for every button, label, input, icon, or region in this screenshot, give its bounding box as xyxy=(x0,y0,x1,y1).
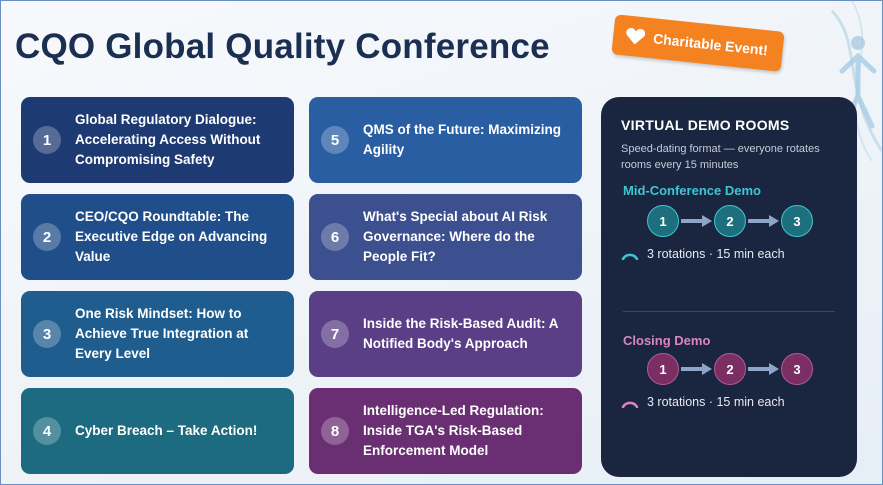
demo-panel-title: VIRTUAL DEMO ROOMS xyxy=(621,117,790,133)
rotation-arc-icon xyxy=(621,253,639,260)
session-grid: 1 Global Regulatory Dialogue: Accelerati… xyxy=(21,97,585,477)
rotation-step: 2 xyxy=(714,353,746,385)
session-card-5[interactable]: 5 QMS of the Future: Maximizing Agility xyxy=(309,97,582,183)
mid-conference-demo-title: Mid-Conference Demo xyxy=(623,183,761,198)
session-number: 4 xyxy=(33,417,61,445)
arrow-right-icon xyxy=(748,363,779,375)
session-title: One Risk Mindset: How to Achieve True In… xyxy=(75,306,249,361)
rotation-step: 3 xyxy=(781,353,813,385)
rotation-step: 1 xyxy=(647,205,679,237)
session-number: 6 xyxy=(321,223,349,251)
session-title: What's Special about AI Risk Governance:… xyxy=(363,209,548,264)
session-card-2[interactable]: 2 CEO/CQO Roundtable: The Executive Edge… xyxy=(21,194,294,280)
mid-conference-rotation-steps: 1 2 3 xyxy=(647,205,813,237)
charitable-event-badge: Charitable Event! xyxy=(611,14,785,72)
virtual-demo-panel: VIRTUAL DEMO ROOMS Speed-dating format —… xyxy=(601,97,857,477)
page-title: CQO Global Quality Conference xyxy=(15,27,550,66)
closing-rotation-info: 3 rotations · 15 min each xyxy=(621,395,785,409)
mid-conference-rotation-info: 3 rotations · 15 min each xyxy=(621,247,785,261)
session-card-8[interactable]: 8 Intelligence-Led Regulation: Inside TG… xyxy=(309,388,582,474)
heart-icon xyxy=(626,27,646,45)
session-card-1[interactable]: 1 Global Regulatory Dialogue: Accelerati… xyxy=(21,97,294,183)
session-title: Intelligence-Led Regulation: Inside TGA'… xyxy=(363,403,544,458)
arrow-right-icon xyxy=(748,215,779,227)
session-card-3[interactable]: 3 One Risk Mindset: How to Achieve True … xyxy=(21,291,294,377)
session-number: 8 xyxy=(321,417,349,445)
rotation-text: 3 rotations · 15 min each xyxy=(647,395,785,409)
session-number: 2 xyxy=(33,223,61,251)
rotation-step: 3 xyxy=(781,205,813,237)
arrow-right-icon xyxy=(681,363,712,375)
session-card-4[interactable]: 4 Cyber Breach – Take Action! xyxy=(21,388,294,474)
rotation-text: 3 rotations · 15 min each xyxy=(647,247,785,261)
session-title: Global Regulatory Dialogue: Accelerating… xyxy=(75,112,261,167)
session-card-7[interactable]: 7 Inside the Risk-Based Audit: A Notifie… xyxy=(309,291,582,377)
arrow-right-icon xyxy=(681,215,712,227)
session-card-6[interactable]: 6 What's Special about AI Risk Governanc… xyxy=(309,194,582,280)
session-title: QMS of the Future: Maximizing Agility xyxy=(363,122,561,157)
session-number: 1 xyxy=(33,126,61,154)
demo-divider xyxy=(623,311,835,312)
demo-panel-subtitle: Speed-dating format — everyone rotates r… xyxy=(621,143,820,171)
rotation-arc-icon xyxy=(621,401,639,408)
session-title: Cyber Breach – Take Action! xyxy=(75,423,258,438)
rotation-step: 1 xyxy=(647,353,679,385)
session-number: 7 xyxy=(321,320,349,348)
session-title: Inside the Risk-Based Audit: A Notified … xyxy=(363,316,559,351)
rotation-step: 2 xyxy=(714,205,746,237)
closing-rotation-steps: 1 2 3 xyxy=(647,353,813,385)
session-number: 3 xyxy=(33,320,61,348)
session-title: CEO/CQO Roundtable: The Executive Edge o… xyxy=(75,209,268,264)
session-number: 5 xyxy=(321,126,349,154)
badge-label: Charitable Event! xyxy=(652,30,769,59)
closing-demo-title: Closing Demo xyxy=(623,333,711,348)
